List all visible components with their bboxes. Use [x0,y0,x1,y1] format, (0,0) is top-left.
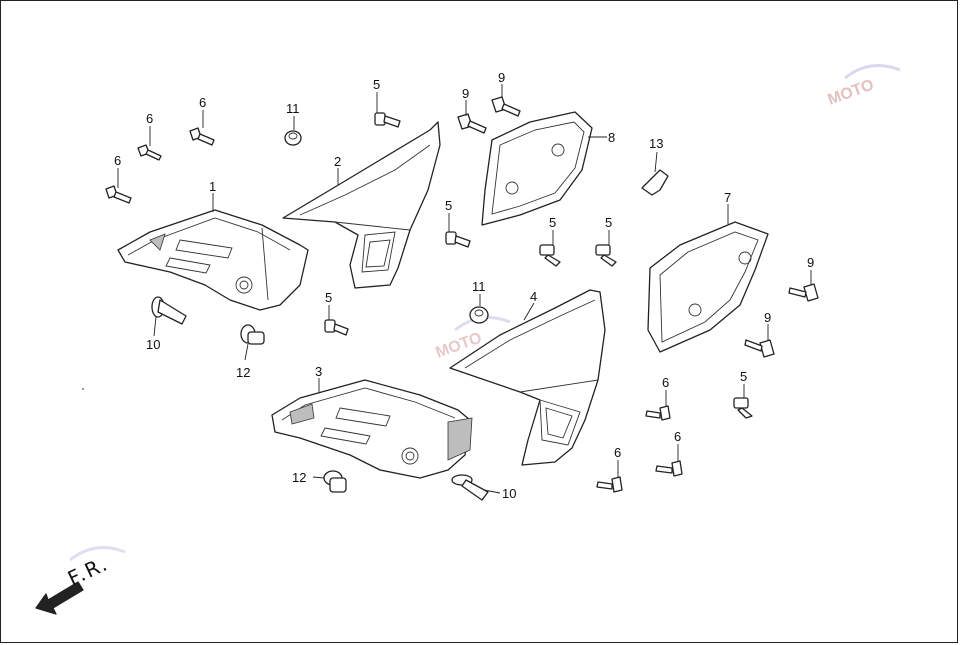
watermark-logo-top-right: MOTO [826,64,901,109]
pin-10-a [151,296,187,325]
bolt-5-a [374,112,401,128]
screw-6-f [596,476,623,493]
grommet-11-b [469,306,489,324]
part-8-upper-panel [481,111,593,226]
bolt-9-b [491,96,521,117]
part-1-left-side-cover [117,209,309,311]
watermark-text-top-right: MOTO [826,76,877,108]
leader-lines [117,84,812,494]
part-2-upper-middle-cover [282,121,441,289]
callout-6-e: 6 [674,429,681,444]
front-label: F.R. [64,551,112,591]
callout-11-a: 11 [286,101,300,116]
callout-5-d: 5 [605,215,612,230]
callout-13: 13 [649,136,663,151]
part-13-clip [641,169,669,196]
callout-5-f: 5 [740,369,747,384]
front-arrow-icon [35,581,84,615]
callout-3: 3 [315,364,322,379]
front-direction-indicator: F.R. [35,551,112,615]
screw-6-e [655,460,683,477]
callout-12-b: 12 [292,470,306,485]
pin-10-b [451,474,489,501]
bolt-5-b [445,231,471,248]
callout-9-c: 9 [807,255,814,270]
bolt-9-d [744,339,775,358]
screw-6-a [137,144,162,161]
part-4-lower-middle-cover [449,289,606,466]
callout-6-f: 6 [614,445,621,460]
stray-dot [82,388,84,390]
callout-7: 7 [724,190,731,205]
part-7-side-panel [647,221,769,353]
callout-6-d: 6 [662,375,669,390]
callout-9-a: 9 [462,86,469,101]
collar-12-a [240,324,265,345]
watermark-logo-bottom-left [69,546,126,562]
callout-6-a: 6 [146,111,153,126]
bolt-5-c [539,244,561,267]
collar-12-b [323,470,347,493]
bolt-9-c [788,283,819,302]
callout-8: 8 [608,130,615,145]
callout-9-d: 9 [764,310,771,325]
bolt-5-f [733,397,753,419]
bolt-5-d [595,244,617,267]
callout-5-e: 5 [325,290,332,305]
screw-6-c [105,185,132,204]
callout-6-c: 6 [114,153,121,168]
callout-9-b: 9 [498,70,505,85]
callout-1: 1 [209,179,216,194]
callout-4: 4 [530,289,537,304]
callout-11-b: 11 [472,279,486,294]
bolt-9-a [457,113,487,134]
callout-5-c: 5 [549,215,556,230]
screw-6-d [645,405,671,421]
part-3-lower-side-cover [271,379,473,479]
callout-5-b: 5 [445,198,452,213]
callout-6-b: 6 [199,95,206,110]
callout-2: 2 [334,154,341,169]
bolt-5-e [324,319,349,336]
callout-12-a: 12 [236,365,250,380]
screw-6-b [189,127,215,146]
grommet-11-a [284,130,302,146]
callout-10-a: 10 [146,337,160,352]
callouts: 1 2 3 4 5 5 5 5 5 5 6 6 6 6 6 6 7 8 9 9 … [114,70,814,501]
callout-5-a: 5 [373,77,380,92]
callout-10-b: 10 [502,486,516,501]
